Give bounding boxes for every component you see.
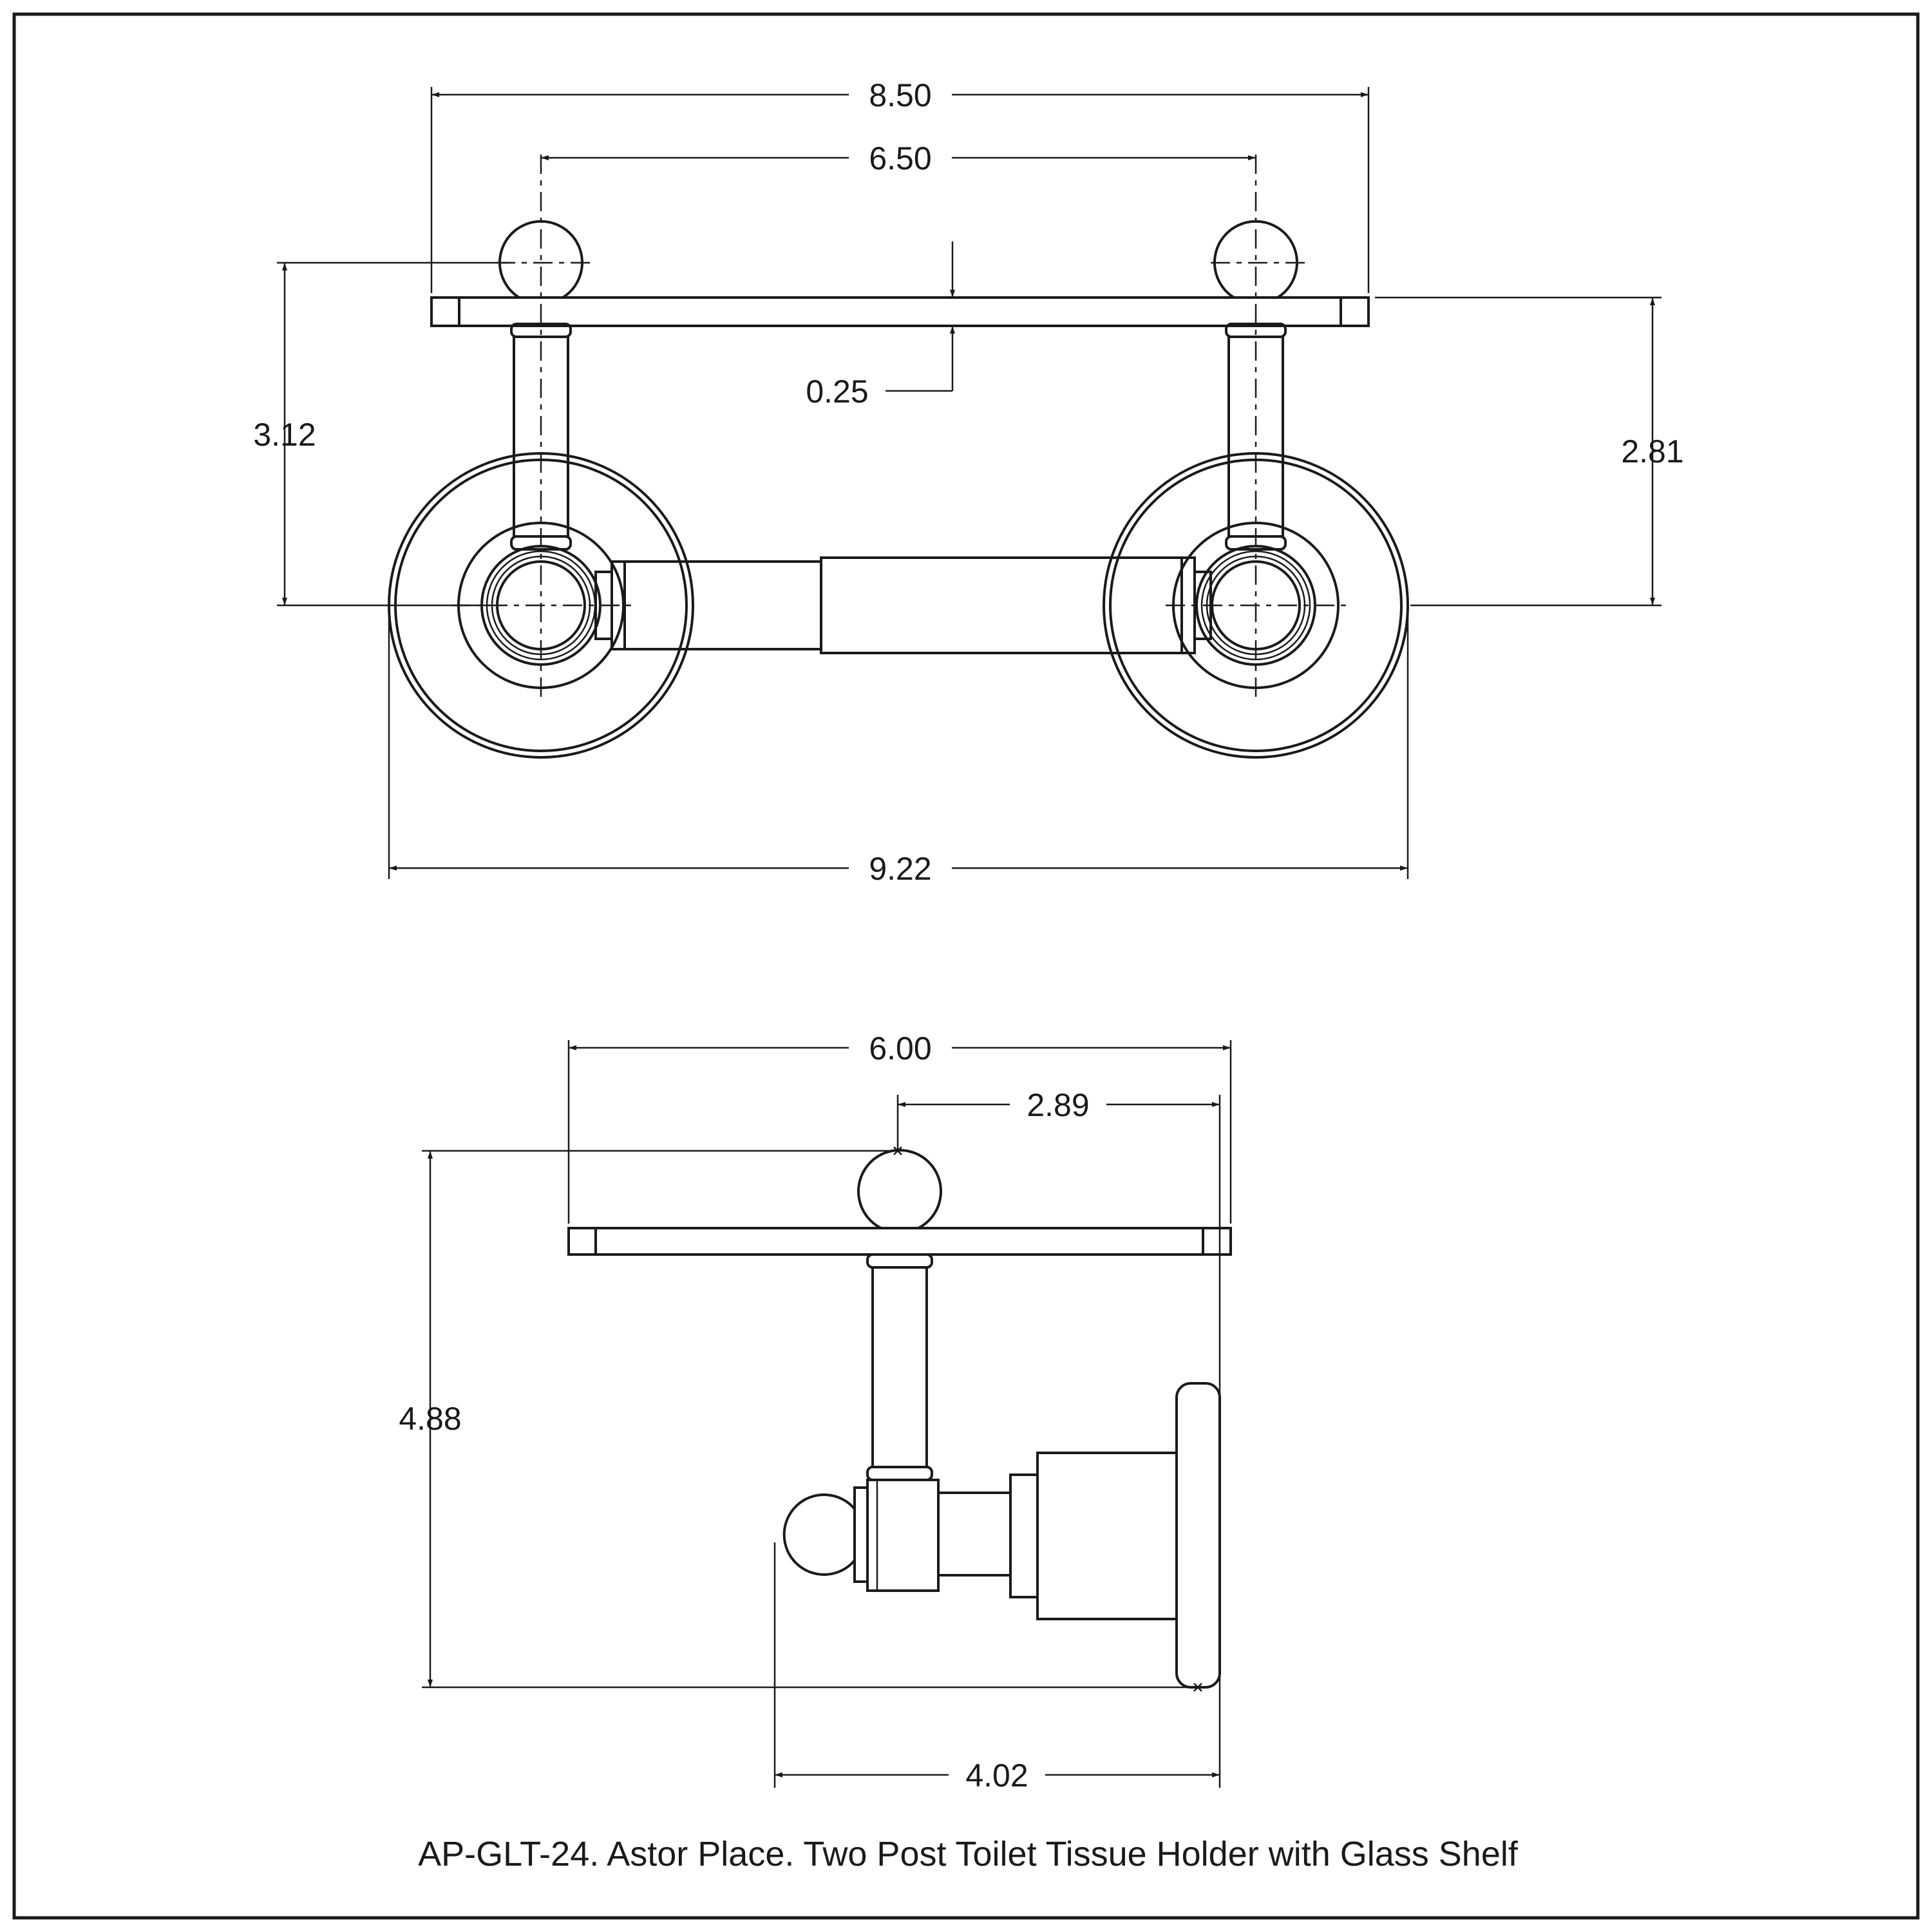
glass-shelf-front: [430, 296, 1370, 327]
side-end-ball: [782, 1493, 856, 1576]
side-dimension-lines: [428, 1045, 1231, 1777]
dim-post-offset: 2.89: [1027, 1087, 1089, 1123]
dim-shelf-thickness: 0.25: [806, 374, 868, 410]
side-arm: [853, 1452, 1178, 1620]
dim-post-centers: 6.50: [869, 140, 931, 176]
dim-overall-width: 9.22: [869, 851, 931, 887]
front-extension-lines: [277, 87, 1662, 879]
side-extension-lines: [422, 1040, 1232, 1788]
front-view: 8.50 6.50 0.25 3.12 2.81 9.22: [253, 77, 1683, 887]
side-wall-flange: [1175, 1382, 1221, 1689]
front-centerlines: [451, 155, 1352, 702]
dim-projection: 4.02: [965, 1757, 1028, 1794]
glass-shelf-side: [567, 1227, 1232, 1256]
front-dimension-lines: [282, 92, 1655, 871]
dim-shelf-to-center: 2.81: [1621, 433, 1683, 469]
side-finial-ball: [857, 1148, 942, 1229]
dim-overall-shelf: 8.50: [869, 77, 931, 113]
dim-top-ball-to-center: 3.12: [253, 417, 316, 453]
side-post: [866, 1253, 933, 1481]
side-view: 6.00 2.89 4.88 4.02: [399, 1030, 1232, 1794]
dim-overall-height: 4.88: [399, 1401, 461, 1437]
sheet-border: [12, 12, 1920, 1920]
dim-shelf-depth: 6.00: [869, 1030, 931, 1066]
drawing-caption: AP-GLT-24. Astor Place. Two Post Toilet …: [418, 1835, 1519, 1873]
